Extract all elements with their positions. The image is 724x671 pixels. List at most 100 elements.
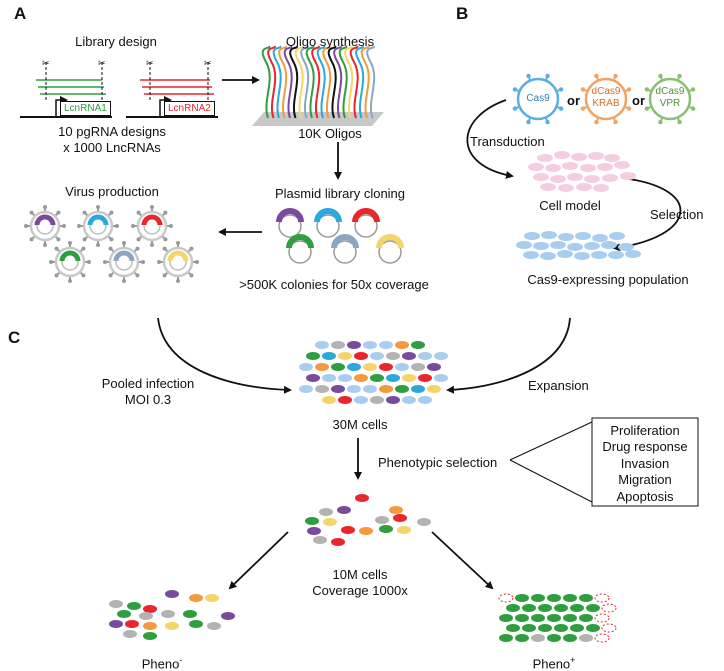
cell bbox=[563, 594, 577, 602]
oligo-strand bbox=[267, 45, 277, 119]
cell bbox=[363, 385, 377, 393]
oligo-strand bbox=[261, 45, 271, 119]
lncrnas-count-label: x 1000 LncRNAs bbox=[63, 140, 161, 155]
cell bbox=[299, 385, 313, 393]
cell bbox=[524, 232, 540, 240]
cell bbox=[313, 536, 327, 544]
cell bbox=[319, 508, 333, 516]
cell bbox=[127, 602, 141, 610]
cell bbox=[395, 363, 409, 371]
cell bbox=[354, 396, 368, 404]
cell bbox=[109, 620, 123, 628]
cell bbox=[205, 594, 219, 602]
cell bbox=[354, 374, 368, 382]
cell bbox=[522, 604, 536, 612]
cell bbox=[537, 154, 553, 162]
cell bbox=[322, 396, 336, 404]
cas9-variant-particle bbox=[580, 73, 632, 125]
phenotype-drug-response: Drug response bbox=[602, 439, 688, 454]
plasmid-cloning-label: Plasmid library cloning bbox=[274, 186, 406, 201]
cell bbox=[370, 396, 384, 404]
cell bbox=[579, 594, 593, 602]
cell bbox=[554, 151, 570, 159]
colonies-label: >500K colonies for 50x coverage bbox=[239, 277, 429, 292]
cell bbox=[363, 341, 377, 349]
cell bbox=[434, 374, 448, 382]
cell bbox=[522, 624, 536, 632]
cell bbox=[395, 341, 409, 349]
cell bbox=[547, 594, 561, 602]
pheno-minus-label: Pheno- bbox=[141, 655, 183, 671]
oligo-strand bbox=[360, 45, 370, 119]
cas9-variants bbox=[512, 73, 696, 125]
cell bbox=[397, 526, 411, 534]
cell bbox=[620, 172, 636, 180]
cell bbox=[338, 396, 352, 404]
lncrna2-label: LcnRNA2 bbox=[164, 101, 215, 116]
cell bbox=[567, 243, 583, 251]
cell bbox=[189, 620, 203, 628]
expansion-label: Expansion bbox=[528, 378, 589, 393]
pheno-plus-label: Pheno+ bbox=[532, 655, 576, 671]
virus-particle bbox=[103, 241, 145, 283]
cell bbox=[498, 593, 514, 603]
cell bbox=[558, 233, 574, 241]
cell bbox=[165, 622, 179, 630]
cell bbox=[540, 252, 556, 260]
cell bbox=[427, 363, 441, 371]
dcas9-krab-label-1: dCas9 bbox=[591, 86, 621, 97]
cell bbox=[625, 250, 641, 258]
oligo-strand bbox=[338, 45, 348, 119]
cell bbox=[434, 352, 448, 360]
cell bbox=[143, 605, 157, 613]
cell bbox=[584, 242, 600, 250]
cell bbox=[533, 242, 549, 250]
cell bbox=[591, 251, 607, 259]
cells-30m-cluster bbox=[299, 341, 448, 404]
cell bbox=[379, 525, 393, 533]
cell bbox=[418, 396, 432, 404]
cell bbox=[574, 252, 590, 260]
cell bbox=[554, 604, 568, 612]
oligo-strand bbox=[289, 45, 299, 119]
oligo-strand bbox=[344, 45, 354, 119]
virus-particle bbox=[24, 205, 66, 247]
cell bbox=[614, 161, 630, 169]
virus-particle bbox=[77, 205, 119, 247]
virus-particle bbox=[131, 205, 173, 247]
cell bbox=[547, 614, 561, 622]
cell bbox=[588, 152, 604, 160]
panel-label-b: B bbox=[456, 4, 469, 23]
cell bbox=[347, 385, 361, 393]
cell bbox=[550, 241, 566, 249]
cell bbox=[418, 374, 432, 382]
cell bbox=[570, 624, 584, 632]
cell bbox=[580, 164, 596, 172]
cell bbox=[557, 250, 573, 258]
cell bbox=[550, 175, 566, 183]
arrow-selection bbox=[612, 177, 682, 252]
cell bbox=[538, 624, 552, 632]
cell bbox=[411, 385, 425, 393]
cell bbox=[355, 494, 369, 502]
cell bbox=[602, 174, 618, 182]
arrow-pooled-infection bbox=[157, 317, 292, 394]
oligo-strand bbox=[366, 45, 376, 119]
phenotype-apoptosis: Apoptosis bbox=[616, 489, 674, 504]
cell bbox=[323, 518, 337, 526]
or-label-1: or bbox=[567, 93, 580, 108]
cell bbox=[331, 363, 345, 371]
cell bbox=[370, 374, 384, 382]
phenotypic-selection-label: Phenotypic selection bbox=[378, 455, 498, 470]
cell bbox=[541, 231, 557, 239]
coverage-label: Coverage 1000x bbox=[312, 583, 408, 598]
library-design-label: Library design bbox=[75, 34, 157, 49]
dcas9-krab-label-2: KRAB bbox=[592, 98, 620, 109]
cell bbox=[306, 352, 320, 360]
cell bbox=[571, 153, 587, 161]
cell bbox=[563, 634, 577, 642]
cell bbox=[386, 396, 400, 404]
cell bbox=[338, 374, 352, 382]
cell bbox=[601, 241, 617, 249]
